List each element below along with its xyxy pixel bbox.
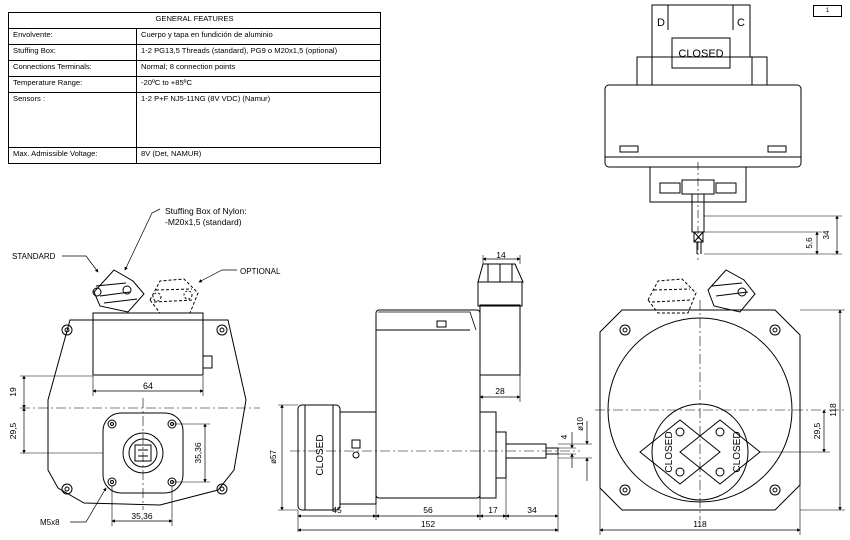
dim-152: 152 xyxy=(421,519,435,529)
closed-window xyxy=(671,37,731,69)
side-view xyxy=(278,255,592,532)
general-features-table: GENERAL FEATURES Envolvente:Cuerpo y tap… xyxy=(8,12,381,164)
table-row: Envolvente:Cuerpo y tapa en fundición de… xyxy=(8,28,381,45)
dim-35-36-horizontal: 35,36 xyxy=(131,511,153,521)
letter-c: C xyxy=(737,17,745,29)
table-row: Temperature Range:-20ºC to +85ºC xyxy=(8,76,381,93)
row-value: 8V (Det, NAMUR) xyxy=(136,147,381,164)
dim-29-5-left: 29,5 xyxy=(8,422,18,439)
dim-5-6: 5,6 xyxy=(805,237,814,249)
front-closed-label-right: CLOSED xyxy=(732,431,743,472)
dim-64: 64 xyxy=(143,381,153,391)
row-value: 1-2 P+F NJ5-11NG (8V VDC) (Namur) xyxy=(136,92,381,148)
front-closed-label-left: CLOSED xyxy=(664,431,675,472)
dim-34-bottom: 34 xyxy=(527,505,537,515)
screw-callout: M5x8 xyxy=(40,518,60,527)
dim-17: 17 xyxy=(488,505,498,515)
top-closed-label: CLOSED xyxy=(678,48,723,60)
dim-118-vertical: 118 xyxy=(828,403,838,417)
table-row: Sensors :1-2 P+F NJ5-11NG (8V VDC) (Namu… xyxy=(8,92,381,148)
top-view xyxy=(604,4,842,260)
letter-d: D xyxy=(657,17,665,29)
dim-35-36-vertical: 35,36 xyxy=(193,442,203,464)
dim-28: 28 xyxy=(495,386,505,396)
dim-14: 14 xyxy=(496,250,506,260)
dim-19: 19 xyxy=(8,387,18,397)
dim-10: ø10 xyxy=(576,417,585,431)
dim-57: ø57 xyxy=(269,450,278,464)
dim-45: 45 xyxy=(332,505,342,515)
stuffing-box-callout-2: -M20x1,5 (standard) xyxy=(165,217,242,227)
dim-56: 56 xyxy=(423,505,433,515)
dim-29-5-right: 29,5 xyxy=(812,422,822,439)
front-view xyxy=(595,269,845,535)
left-view xyxy=(20,208,260,526)
table-row: Max. Admissible Voltage:8V (Det, NAMUR) xyxy=(8,147,381,164)
dim-4: 4 xyxy=(560,434,569,439)
standard-callout: STANDARD xyxy=(12,252,56,261)
stuffing-box-callout-1: Stuffing Box of Nylon: xyxy=(165,206,247,216)
row-key: Max. Admissible Voltage: xyxy=(8,147,137,164)
dim-118-horizontal: 118 xyxy=(693,519,707,529)
dim-34: 34 xyxy=(822,230,831,239)
side-closed-label: CLOSED xyxy=(315,434,326,475)
table-row: Connections Terminals:Normal; 8 connecti… xyxy=(8,60,381,77)
optional-callout: OPTIONAL xyxy=(240,267,281,276)
page-number-box: 1 xyxy=(813,5,842,17)
